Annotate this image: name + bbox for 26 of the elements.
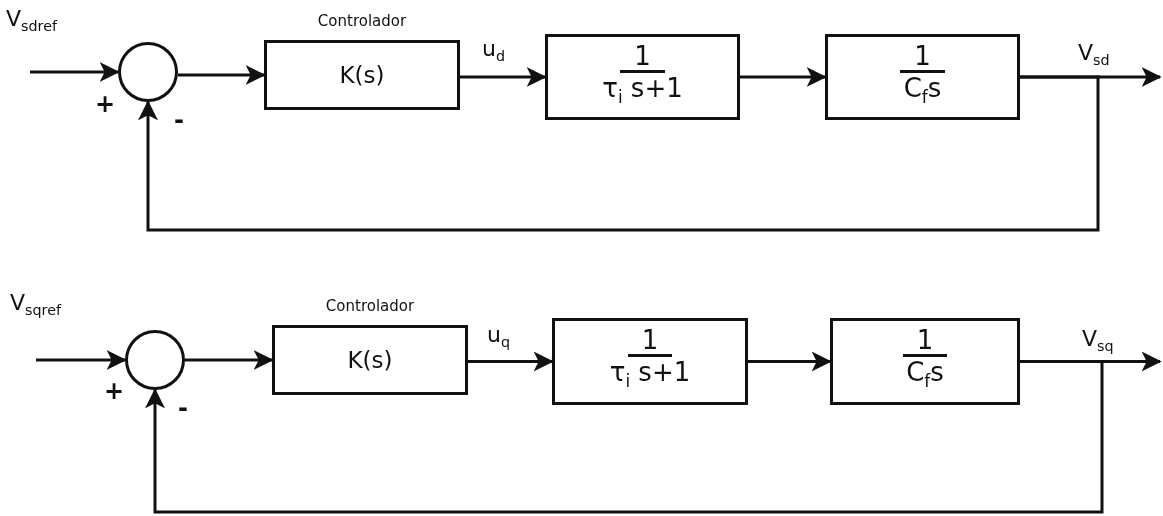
sign-label: -	[178, 396, 188, 420]
transfer-function: K(s)	[347, 347, 393, 373]
denominator: τ$_{i}$ s+1	[609, 357, 691, 394]
numerator: 1	[900, 41, 945, 73]
numerator: 1	[627, 326, 673, 358]
arrow	[30, 62, 120, 82]
feedback-arrow	[145, 360, 1104, 514]
sign-label: -	[174, 108, 184, 132]
arrow	[36, 350, 127, 370]
feedback-arrow	[138, 75, 1100, 232]
block-heading: Controlador	[324, 297, 416, 315]
arrow	[748, 351, 832, 372]
arrow	[460, 67, 547, 87]
sign-label: +	[104, 379, 125, 403]
numerator: 1	[620, 41, 665, 73]
denominator: τ$_{i}$ s+1	[602, 72, 683, 110]
sign-label: +	[95, 92, 116, 116]
arrow	[185, 350, 274, 370]
numerator: 1	[902, 326, 948, 358]
denominator: C$_{f}$s	[903, 72, 942, 110]
block-heading: Controlador	[316, 12, 408, 30]
arrow	[468, 351, 554, 372]
arrow	[740, 67, 827, 87]
denominator: C$_{f}$s	[906, 357, 944, 394]
transfer-function: K(s)	[339, 62, 385, 88]
arrow	[178, 65, 266, 85]
